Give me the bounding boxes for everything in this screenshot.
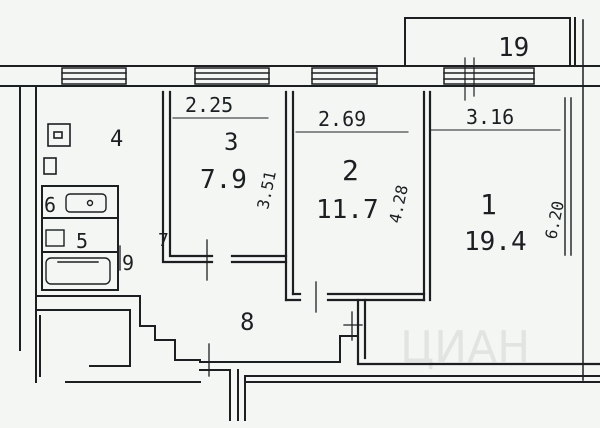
watermark-text: ЦИАН <box>400 322 530 373</box>
exterior-wall-top <box>0 65 600 87</box>
room-2-area: 11.7 <box>316 195 379 225</box>
balcony-outline <box>404 17 584 381</box>
stove-icon <box>43 123 71 175</box>
room-19-label: 19 <box>498 33 529 63</box>
room-6-label: 6 <box>44 193 56 217</box>
hall-walls <box>35 295 600 421</box>
kitchen-bath-block <box>41 185 119 291</box>
room-8-label: 7 <box>158 230 169 251</box>
toilet-icon <box>45 229 65 247</box>
bathtub-icon <box>45 257 111 285</box>
room-3-number: 3 <box>224 128 238 156</box>
closet <box>35 309 131 377</box>
door-marks <box>119 239 363 377</box>
room-1-area: 19.4 <box>464 227 527 257</box>
room-2-number: 2 <box>342 154 359 187</box>
washbasin-icon <box>65 193 107 213</box>
room-3-width: 2.25 <box>185 93 233 117</box>
room-3-area: 7.9 <box>200 165 247 195</box>
room-7-label: 8 <box>240 308 254 336</box>
interior-walls <box>161 90 600 366</box>
exterior-wall-left <box>19 85 37 383</box>
window-marks <box>61 57 535 101</box>
dimension-lines <box>172 117 561 133</box>
room-2-width: 2.69 <box>318 107 366 131</box>
room-5-label: 5 <box>76 229 88 253</box>
room-4-label: 4 <box>110 127 123 152</box>
room-9-label: 9 <box>122 251 134 275</box>
room-1-width: 3.16 <box>466 105 514 129</box>
room-1-number: 1 <box>480 188 497 221</box>
